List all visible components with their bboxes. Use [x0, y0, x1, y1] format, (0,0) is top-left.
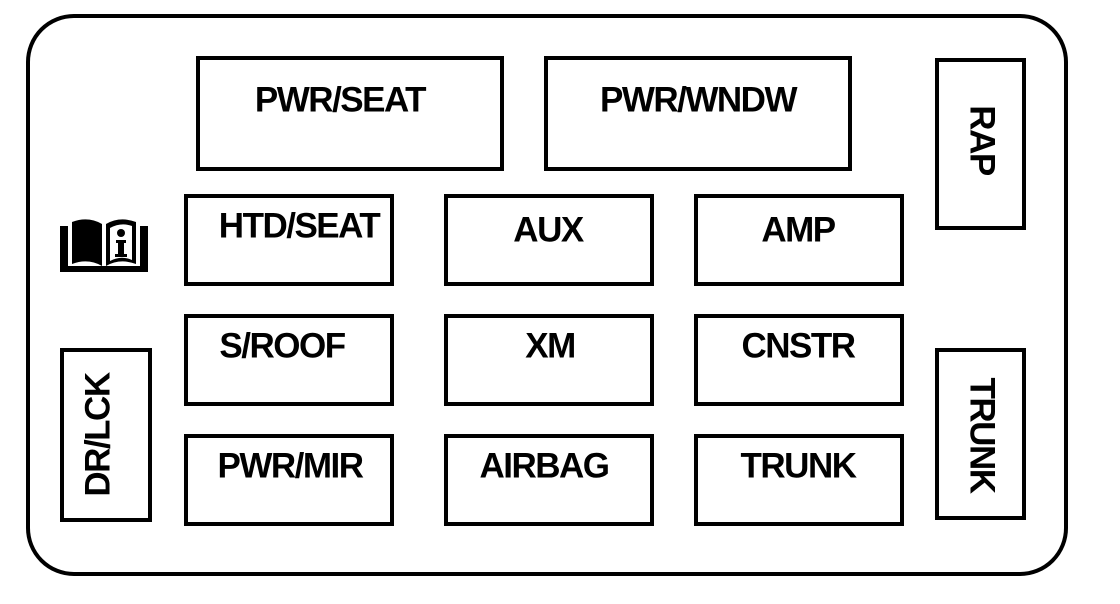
relay-rap [935, 58, 1026, 230]
fuse-airbag [444, 434, 654, 526]
fuse-htd-seat [184, 194, 394, 286]
fuse-pwr-wndw-label: PWR/WNDW [599, 80, 798, 120]
fuse-s-roof [184, 314, 394, 406]
relay-dr-lck [60, 348, 152, 522]
fuse-amp [694, 194, 904, 286]
relay-trunk-label: TRUNK [962, 377, 1002, 493]
fuse-pwr-seat [196, 56, 504, 171]
fuse-pwr-mir-label: PWR/MIR [217, 446, 364, 486]
relay-dr-lck-label: DR/LCK [78, 373, 118, 497]
fuse-aux [444, 194, 654, 286]
relay-rap-label: RAP [962, 105, 1002, 175]
fuse-pwr-mir [184, 434, 394, 526]
relay-trunk [935, 348, 1026, 520]
fuse-amp-label: AMP [761, 210, 836, 250]
fuse-xm-label: XM [525, 326, 576, 366]
fuse-cnstr [694, 314, 904, 406]
fuse-trunk-small [694, 434, 904, 526]
fuse-airbag-label: AIRBAG [479, 446, 610, 486]
fuse-s-roof-label: S/ROOF [219, 326, 346, 366]
owner-manual-info-icon [60, 219, 148, 272]
fuse-cnstr-label: CNSTR [741, 326, 856, 366]
fuse-pwr-wndw [544, 56, 852, 171]
fuse-trunk-small-label: TRUNK [740, 446, 857, 486]
fuse-pwr-seat-label: PWR/SEAT [254, 80, 427, 120]
fuse-xm [444, 314, 654, 406]
fuse-aux-label: AUX [513, 210, 584, 250]
fuse-htd-seat-label: HTD/SEAT [218, 206, 381, 246]
